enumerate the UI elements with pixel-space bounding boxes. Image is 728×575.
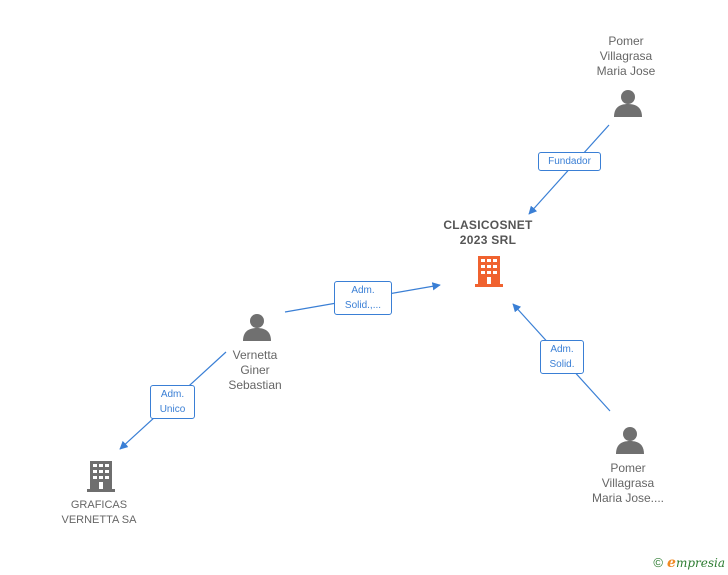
person-icon[interactable] bbox=[614, 90, 642, 117]
edge-label-adm-solid-pomer[interactable]: Adm. Solid. bbox=[540, 340, 584, 374]
copyright-footer: ©empresia bbox=[653, 555, 725, 571]
empresia-logo[interactable]: empresia bbox=[667, 555, 725, 571]
building-icon[interactable] bbox=[87, 461, 115, 492]
company-label-graficas[interactable]: GRAFICAS VERNETTA SA bbox=[61, 499, 137, 526]
building-icon[interactable] bbox=[475, 255, 503, 287]
edge-label-fundador[interactable]: Fundador bbox=[538, 152, 601, 171]
person-label-vernetta[interactable]: Vernetta Giner Sebastian bbox=[228, 348, 282, 392]
person-icon[interactable] bbox=[243, 314, 271, 341]
person-icon[interactable] bbox=[616, 427, 644, 454]
company-label-clasicosnet[interactable]: CLASICOSNET 2023 SRL bbox=[443, 218, 533, 247]
edge-label-adm-unico[interactable]: Adm. Unico bbox=[150, 385, 195, 419]
person-label-pomer-2[interactable]: Pomer Villagrasa Maria Jose.... bbox=[591, 461, 665, 505]
copyright-symbol: © bbox=[653, 555, 664, 570]
edge-label-adm-solid-vernetta[interactable]: Adm. Solid.,... bbox=[334, 281, 392, 315]
person-label-pomer-1[interactable]: Pomer Villagrasa Maria Jose bbox=[596, 34, 656, 78]
